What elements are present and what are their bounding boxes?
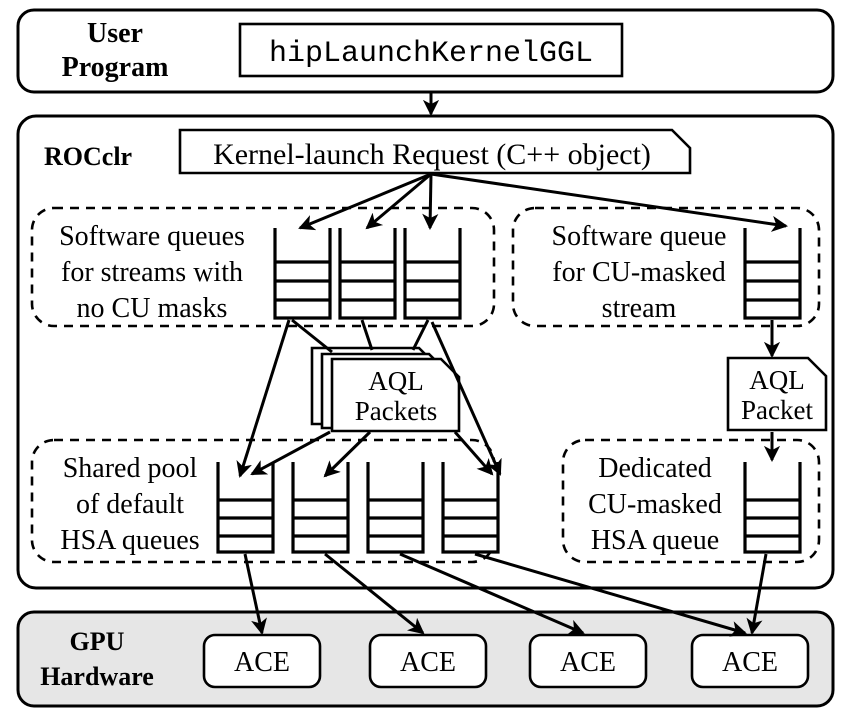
- arrow-packets-to-hsaqueue-1: [250, 430, 331, 476]
- line-swqueue2-to-packets: [360, 319, 374, 351]
- gpu-hardware-layer: GPU Hardware ACE ACE ACE ACE: [16, 610, 835, 708]
- ace-unit-box-1: [202, 633, 322, 689]
- ace-unit-box-4: [690, 633, 810, 689]
- software-queues-no-cu-mask-label-line3: no CU masks: [77, 293, 228, 324]
- arrow-swqueue-to-hsaqueue-left: [236, 319, 291, 478]
- ace-unit-label-3: ACE: [560, 647, 616, 678]
- user-program-label-line2: Program: [62, 52, 169, 83]
- kernel-launch-request-box: [178, 128, 692, 175]
- software-queue-item: [273, 228, 332, 320]
- kernel-launch-request-label: Kernel-launch Request (C++ object): [213, 138, 651, 171]
- aql-packet-label-line1: AQL: [749, 365, 805, 395]
- gpu-hardware-label-line1: GPU: [70, 627, 125, 656]
- arrow-swqueue-to-hsaqueue-right: [430, 321, 502, 476]
- line-swqueue1-to-packets: [291, 318, 333, 354]
- dedicated-hsa-queue-label-line1: Dedicated: [598, 453, 712, 484]
- arrow-request-to-swqueue-3: [422, 173, 439, 231]
- ace-unit-label-2: ACE: [400, 647, 456, 678]
- arrow-hsaqueue3-to-ace3: [399, 552, 585, 635]
- api-call-label: hipLaunchKernelGGL: [269, 37, 593, 71]
- aql-packets-front: [330, 357, 461, 433]
- software-queue-item: [338, 228, 397, 320]
- group-shared-pool-hsa-queues: Shared pool of default HSA queues: [30, 438, 500, 564]
- ace-unit: ACE: [202, 633, 322, 689]
- shared-pool-label-line2: of default: [76, 489, 184, 520]
- ace-unit: ACE: [690, 633, 810, 689]
- aql-packet-label-line2: Packet: [741, 395, 813, 425]
- software-queue-cu-masked-label-line3: stream: [602, 293, 677, 324]
- arrow-request-to-cu-masked-swqueue: [430, 172, 789, 232]
- ace-unit-label-4: ACE: [722, 647, 778, 678]
- dedicated-hsa-queue-outline: [561, 438, 821, 564]
- line-swqueue3-to-packets: [411, 319, 430, 351]
- user-program-label-line1: User: [87, 18, 143, 49]
- gpu-hardware-label-line2: Hardware: [40, 662, 154, 691]
- dedicated-hsa-queue-label-line3: HSA queue: [591, 525, 719, 556]
- arrow-dedicated-hsaqueue-to-ace4: [746, 553, 768, 635]
- aql-packets-stack: AQL Packets: [310, 346, 461, 433]
- api-call-box: [238, 22, 624, 78]
- software-queue-item: [403, 228, 462, 320]
- aql-packet-single: AQL Packet: [726, 356, 828, 432]
- shared-pool-outline: [30, 438, 496, 564]
- software-queues-no-cu-mask-label-line1: Software queues: [59, 221, 245, 252]
- arrow-request-to-swqueue-1: [298, 172, 432, 231]
- aql-packet-box: [726, 356, 828, 432]
- shared-pool-label-line3: HSA queues: [60, 525, 199, 556]
- software-queues-no-cu-mask-label-line2: for streams with: [61, 257, 243, 288]
- user-program-layer: User Program hipLaunchKernelGGL: [16, 8, 835, 94]
- arrow-hsaqueue1-to-ace1: [243, 553, 267, 635]
- group-software-queues-no-cu-mask: Software queues for streams with no CU m…: [30, 206, 496, 328]
- rocclr-label: ROCclr: [44, 142, 132, 171]
- arrow-packets-to-hsaqueue-2: [323, 430, 372, 478]
- ace-unit-box-2: [368, 633, 488, 689]
- hsa-queue-item: [743, 462, 802, 554]
- hsa-queue-item: [291, 462, 350, 554]
- group-dedicated-cu-masked-hsa-queue: Dedicated CU-masked HSA queue: [561, 438, 821, 564]
- software-queue-cu-masked-label-line2: for CU-masked: [552, 257, 725, 288]
- ace-unit-box-3: [528, 633, 648, 689]
- arrow-request-to-swqueue-2: [365, 172, 432, 230]
- software-queue-item: [743, 228, 802, 320]
- ace-unit: ACE: [528, 633, 648, 689]
- software-queue-cu-masked-label-line1: Software queue: [552, 221, 727, 252]
- shared-pool-label-line1: Shared pool: [63, 453, 198, 484]
- ace-unit: ACE: [368, 633, 488, 689]
- aql-packets-label-line2: Packets: [355, 396, 437, 426]
- aql-packets-label-line1: AQL: [368, 366, 424, 396]
- software-queues-no-cu-mask-outline: [30, 206, 496, 328]
- arrow-hsaqueue2-to-ace2: [324, 552, 425, 635]
- rocclr-layer: ROCclr Kernel-launch Request (C++ object…: [16, 114, 835, 590]
- hsa-queue-item: [441, 462, 500, 554]
- hsa-queue-item: [216, 462, 275, 554]
- arrow-packets-to-hsaqueue-3: [453, 431, 494, 476]
- hsa-queue-item: [366, 462, 425, 554]
- dedicated-hsa-queue-label-line2: CU-masked: [588, 489, 722, 520]
- ace-unit-label-1: ACE: [234, 647, 290, 678]
- arrow-hsaqueue4-to-ace4: [474, 552, 747, 637]
